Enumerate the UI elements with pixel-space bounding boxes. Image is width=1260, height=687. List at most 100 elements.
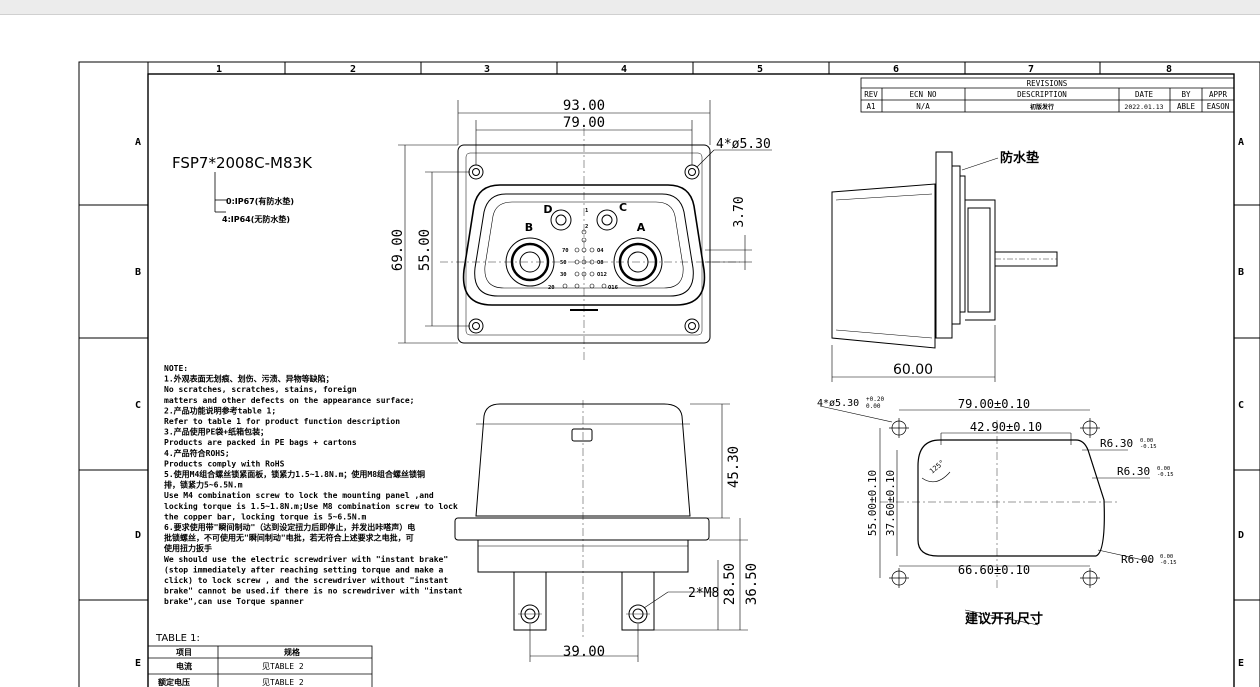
- date-header: DATE: [1135, 90, 1154, 99]
- radius-3-tol-lower: -0.15: [1160, 560, 1177, 566]
- radius-2-tol-upper: 0.00: [1157, 466, 1170, 472]
- dim-bottom-width: 39.00: [563, 644, 605, 660]
- zone-col-3: 3: [484, 64, 490, 75]
- signal-label-o8: O8: [597, 260, 604, 266]
- table-1-header-spec: 规格: [284, 647, 301, 657]
- zone-row-b: B: [135, 267, 141, 278]
- table-1-header-item: 项目: [176, 648, 192, 657]
- option-ip64: 4:IP64(无防水垫): [222, 214, 290, 224]
- note-line: Products are packed in PE bags + cartons: [164, 437, 357, 447]
- note-line: click) to lock screw , and the screwdriv…: [164, 575, 448, 585]
- table-1-title: TABLE 1:: [155, 633, 200, 644]
- signal-label-2: 2: [585, 224, 588, 230]
- signal-label-20: 20: [548, 285, 555, 291]
- cutout-holes-tol-lower: 0.00: [866, 403, 881, 410]
- zone-col-2: 2: [350, 64, 356, 75]
- note-line: 批锁螺丝，不可使用无"瞬间制动"电批，若无符合上述要求之电批，可: [164, 533, 414, 543]
- notes-block: NOTE:1.外观表面无划痕、划伤、污渍、异物等缺陷； No scratches…: [163, 364, 463, 606]
- zone-col-5: 5: [757, 64, 763, 75]
- side-view: [831, 151, 1058, 382]
- zone-row-e-right: E: [1238, 658, 1244, 669]
- cutout-holes-tol-upper: +0.20: [866, 396, 884, 403]
- cutout-holes-dim: 4*ø5.30: [817, 398, 859, 409]
- signal-label-o12: O12: [597, 272, 607, 278]
- dim-hole-spacing-x: 79.00: [563, 115, 605, 131]
- viewer-toolbar: [0, 0, 1260, 15]
- appr-value: EASON: [1207, 102, 1230, 111]
- zone-col-8: 8: [1166, 64, 1172, 75]
- waterproof-gasket-label: 防水垫: [1000, 150, 1039, 166]
- note-line: No scratches, scratches, stains, foreign: [164, 384, 357, 394]
- side-view-labels: 防水垫 60.00: [893, 150, 1039, 378]
- dim-outer-y: 55.00±0.10: [866, 470, 879, 536]
- zone-row-e: E: [135, 658, 141, 669]
- note-line: 4.产品符合ROHS;: [164, 448, 230, 458]
- zone-row-b-right: B: [1238, 267, 1244, 278]
- description-header: DESCRIPTION: [1017, 90, 1067, 99]
- table-1-row-1-spec: 见TABLE 2: [262, 662, 304, 671]
- rev-header: REV: [864, 90, 878, 99]
- note-line: brake" cannot be used.if there is no scr…: [164, 586, 463, 596]
- pin-d: [550, 209, 572, 231]
- zone-col-1: 1: [216, 64, 222, 75]
- note-line: 3.产品使用PE袋+纸箱包装；: [164, 427, 268, 438]
- note-line: Products comply with RoHS: [164, 458, 285, 468]
- note-line: 排，锁紧力5~6.5N.m: [164, 480, 243, 490]
- dim-cutout-bottom: 66.60±0.10: [958, 563, 1030, 577]
- power-pin-b: [505, 237, 555, 287]
- front-view-labels: 93.00 79.00 4*ø5.30 69.00 55.00 3.70 A B…: [390, 98, 771, 291]
- revisions-table: REVISIONS REV ECN NO DESCRIPTION DATE BY…: [860, 77, 1235, 113]
- pin-label-b: B: [525, 221, 533, 234]
- dim-inner-y: 37.60±0.10: [884, 470, 897, 536]
- signal-label-70: 70: [562, 248, 569, 254]
- by-header: BY: [1181, 90, 1191, 99]
- cutout-angle: 125°: [928, 459, 946, 476]
- note-line: 1.外观表面无划痕、划伤、污渍、异物等缺陷；: [164, 374, 334, 385]
- table-1: TABLE 1: 项目 规格 电流 见TABLE 2 额定电压 见TABLE 2: [147, 633, 373, 687]
- panel-cutout-labels: 4*ø5.30 +0.20 0.00 79.00±0.10 42.90±0.10…: [817, 396, 1177, 627]
- date-value: 2022.01.13: [1124, 103, 1163, 111]
- mounting-holes: [468, 164, 700, 334]
- zone-row-d: D: [135, 530, 141, 541]
- ecn-value: N/A: [916, 102, 930, 111]
- radius-3-tol-upper: 0.00: [1160, 554, 1173, 560]
- note-line: 2.产品功能说明参考table 1;: [164, 405, 276, 415]
- radius-1-tol-lower: -0.15: [1140, 444, 1157, 450]
- zone-col-4: 4: [621, 64, 627, 75]
- pin-label-c: C: [619, 201, 627, 214]
- pin-label-a: A: [637, 221, 646, 234]
- bottom-view-labels: 45.30 2*M8 28.50 36.50 39.00: [563, 446, 760, 660]
- signal-label-o4: O4: [597, 248, 604, 254]
- bottom-view: [454, 400, 748, 662]
- note-line: (stop immediately after reaching setting…: [164, 564, 444, 574]
- radius-2: R6.30: [1117, 465, 1150, 478]
- front-view: [398, 100, 772, 360]
- zone-col-7: 7: [1028, 64, 1034, 75]
- note-line: 使用扭力扳手: [163, 543, 212, 553]
- zone-labels: 1 2 3 4 5 6 7 8 A B C D E A B C D E: [135, 64, 1244, 669]
- dim-holes: 4*ø5.30: [716, 137, 771, 152]
- signal-label-30: 30: [560, 272, 567, 278]
- revisions-title: REVISIONS: [1027, 79, 1068, 88]
- drawing-frame: [78, 61, 1260, 687]
- part-number: FSP7*2008C-M83K: [172, 154, 313, 172]
- dim-height-3: 36.50: [744, 563, 760, 605]
- zone-row-c: C: [135, 400, 141, 411]
- note-line: Use M4 combination screw to lock the mou…: [164, 490, 434, 500]
- zone-row-a: A: [135, 137, 141, 148]
- zone-col-6: 6: [893, 64, 899, 75]
- dim-overall-width: 93.00: [563, 98, 605, 114]
- ecn-header: ECN NO: [909, 90, 937, 99]
- cutout-holes: [889, 418, 1100, 588]
- dim-side-length: 60.00: [893, 362, 933, 378]
- dim-height-2: 28.50: [722, 563, 738, 605]
- table-1-row-2-item: 额定电压: [158, 677, 190, 687]
- signal-label-o16: O16: [608, 285, 619, 291]
- part-number-block: FSP7*2008C-M83K 0:IP67(有防水垫) 4:IP64(无防水垫…: [172, 154, 313, 224]
- pin-c: [596, 209, 618, 231]
- table-1-row-1-item: 电流: [176, 661, 192, 671]
- dim-small: 3.70: [732, 196, 747, 227]
- zone-row-d-right: D: [1238, 530, 1244, 541]
- radius-1: R6.30: [1100, 437, 1133, 450]
